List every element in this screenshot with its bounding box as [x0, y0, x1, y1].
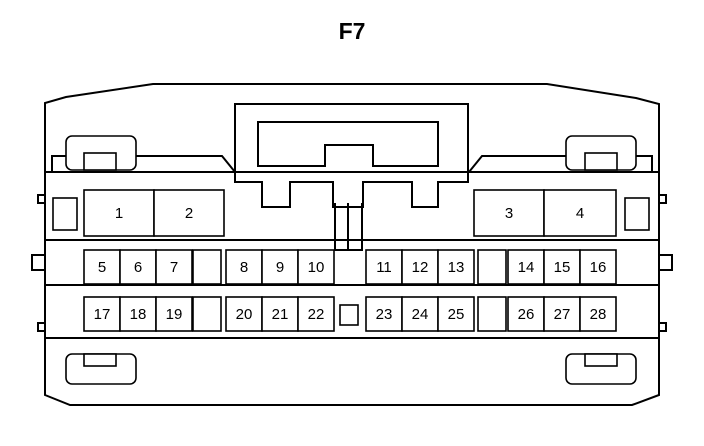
pin-number: 7	[170, 259, 178, 276]
pin-number: 10	[308, 259, 325, 276]
pin-cavity	[261, 296, 299, 332]
pin-2: 2	[153, 189, 225, 237]
pin-24: 24	[401, 296, 439, 332]
pin-number: 8	[240, 259, 248, 276]
pin-number: 25	[448, 306, 465, 323]
pin-number: 15	[554, 259, 571, 276]
pin-5: 5	[83, 249, 121, 285]
pin-cavity	[543, 296, 581, 332]
pin-16: 16	[579, 249, 617, 285]
pin-cavity	[297, 296, 335, 332]
pin-cavity	[579, 296, 617, 332]
pin-17: 17	[83, 296, 121, 332]
pin-number: 17	[94, 306, 111, 323]
pin-4: 4	[543, 189, 617, 237]
pin-number: 27	[554, 306, 571, 323]
pin-cavity	[543, 249, 581, 285]
pin-cavity	[119, 249, 157, 285]
pin-21: 21	[261, 296, 299, 332]
pin-number: 16	[590, 259, 607, 276]
pin-cavity	[437, 296, 475, 332]
pin-number: 12	[412, 259, 429, 276]
pin-cavity	[155, 296, 193, 332]
pin-number: 5	[98, 259, 106, 276]
pin-cavity	[579, 249, 617, 285]
pin-11: 11	[365, 249, 403, 285]
pin-number: 6	[134, 259, 142, 276]
pin-number: 26	[518, 306, 535, 323]
pin-26: 26	[507, 296, 545, 332]
pin-28: 28	[579, 296, 617, 332]
pin-number: 20	[236, 306, 253, 323]
pin-cavity	[83, 189, 155, 237]
pin-number: 9	[276, 259, 284, 276]
pin-22: 22	[297, 296, 335, 332]
pin-number: 4	[576, 205, 584, 222]
pin-number: 14	[518, 259, 535, 276]
pin-15: 15	[543, 249, 581, 285]
pin-cavity	[401, 249, 439, 285]
pin-9: 9	[261, 249, 299, 285]
pin-8: 8	[225, 249, 263, 285]
pin-18: 18	[119, 296, 157, 332]
pin-cavity	[155, 249, 193, 285]
latch	[234, 103, 469, 251]
pin-number: 21	[272, 306, 289, 323]
pin-20: 20	[225, 296, 263, 332]
pin-3: 3	[473, 189, 545, 237]
pin-27: 27	[543, 296, 581, 332]
blank-cavities	[52, 197, 650, 332]
pin-number: 2	[185, 205, 193, 222]
pin-number: 28	[590, 306, 607, 323]
pin-25: 25	[437, 296, 475, 332]
pin-number: 11	[376, 259, 392, 276]
pin-cavity	[297, 249, 335, 285]
pin-10: 10	[297, 249, 335, 285]
pin-number: 24	[412, 306, 429, 323]
pin-7: 7	[155, 249, 193, 285]
pin-number: 22	[308, 306, 325, 323]
pin-23: 23	[365, 296, 403, 332]
pin-12: 12	[401, 249, 439, 285]
pin-cavity	[365, 249, 403, 285]
connector-title: F7	[338, 18, 366, 44]
pin-cavity	[365, 296, 403, 332]
pin-number: 13	[448, 259, 465, 276]
pin-number: 18	[130, 306, 147, 323]
pin-cavity	[437, 249, 475, 285]
pin-number: 1	[115, 205, 123, 222]
pin-cavity	[507, 296, 545, 332]
pin-19: 19	[155, 296, 193, 332]
pin-number: 19	[166, 306, 183, 323]
pin-number: 3	[505, 205, 513, 222]
pin-6: 6	[119, 249, 157, 285]
pin-1: 1	[83, 189, 155, 237]
pin-cavity	[473, 189, 545, 237]
pin-cavity	[507, 249, 545, 285]
pin-cavity	[153, 189, 225, 237]
pin-14: 14	[507, 249, 545, 285]
pin-13: 13	[437, 249, 475, 285]
pin-cavity	[119, 296, 157, 332]
pin-number: 23	[376, 306, 393, 323]
lock-clips	[65, 135, 637, 385]
pin-cavity	[543, 189, 617, 237]
